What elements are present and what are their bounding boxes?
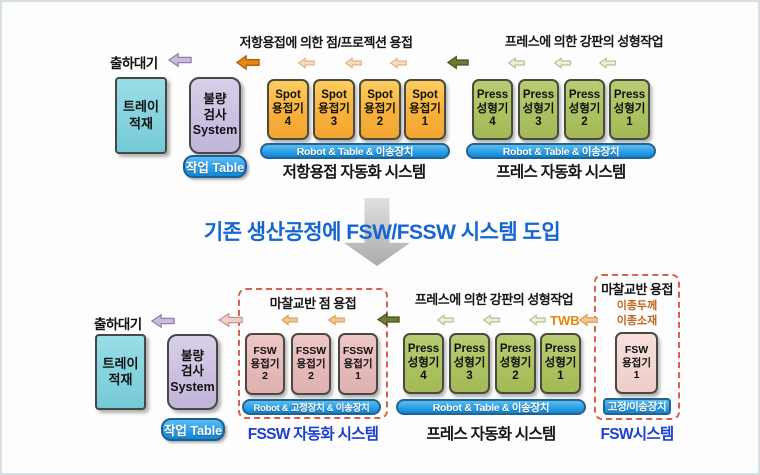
press-robot-bar-top: Robot & Table & 이송장치 bbox=[466, 143, 656, 159]
press-former-top-2: Press 성형기 2 bbox=[564, 79, 605, 140]
arrow-left-icon bbox=[377, 312, 400, 327]
fsw-heading: 마찰교반 용접 bbox=[601, 282, 673, 297]
ship-wait-label-top: 출하대기 bbox=[110, 56, 158, 71]
spot-welder-2: Spot 용접기 2 bbox=[359, 79, 401, 140]
press-former-top-4: Press 성형기 4 bbox=[472, 79, 513, 140]
fsw-fixture-label: 고정/이송장치 bbox=[603, 398, 671, 415]
tray-box-bottom: 트레이 적재 bbox=[95, 334, 146, 410]
press-former-bottom-2: Press 성형기 2 bbox=[495, 333, 536, 394]
press-caption-bottom: 프레스 자동화 시스템 bbox=[426, 426, 556, 443]
fssw-dashed-group bbox=[238, 288, 388, 419]
fssw-robot-bar: Robot & 고정장치 & 이송장치 bbox=[242, 399, 381, 415]
arrow-left-icon bbox=[508, 57, 525, 69]
arrow-left-icon bbox=[599, 57, 616, 69]
weld-caption: 저항용접 자동화 시스템 bbox=[282, 164, 427, 181]
press-heading-top: 프레스에 의한 강판의 성형작업 bbox=[504, 34, 664, 49]
weld-robot-bar: Robot & Table & 이송장치 bbox=[260, 143, 450, 159]
fssw-heading: 마찰교반 점 용접 bbox=[269, 296, 357, 311]
press-robot-bar-bottom: Robot & Table & 이송장치 bbox=[396, 399, 586, 415]
arrow-left-icon bbox=[579, 313, 598, 327]
arrow-left-icon bbox=[529, 314, 546, 326]
fsw-caption: FSW시스템 bbox=[600, 426, 674, 443]
arrow-left-icon bbox=[437, 314, 454, 326]
press-former-top-1: Press 성형기 1 bbox=[609, 79, 650, 140]
fsw-dashed-group bbox=[594, 274, 680, 420]
arrow-left-icon bbox=[345, 57, 362, 69]
ship-wait-label-bottom: 출하대기 bbox=[94, 317, 142, 332]
spot-welder-1: Spot 용접기 1 bbox=[404, 79, 446, 140]
spot-welder-3: Spot 용접기 3 bbox=[313, 79, 355, 140]
press-former-bottom-4: Press 성형기 4 bbox=[403, 333, 444, 394]
press-former-bottom-1: Press 성형기 1 bbox=[540, 333, 581, 394]
arrow-left-icon bbox=[236, 54, 260, 71]
fsw-welder-machine-1: FSW 용접기 1 bbox=[615, 332, 658, 394]
fsw-note: 이종두께 이종소재 bbox=[616, 300, 658, 328]
press-caption-top: 프레스 자동화 시스템 bbox=[496, 164, 626, 181]
press-former-bottom-3: Press 성형기 3 bbox=[449, 333, 490, 394]
arrow-left-icon bbox=[218, 312, 243, 328]
fsw-welder-2: FSW 용접기 2 bbox=[245, 333, 285, 395]
arrow-left-icon bbox=[390, 57, 407, 69]
inspection-box-top: 불량 검사 System bbox=[189, 77, 241, 154]
twb-label: TWB bbox=[550, 313, 580, 328]
arrow-left-icon bbox=[447, 55, 469, 70]
fssw-welder-2: FSSW 용접기 2 bbox=[291, 333, 331, 395]
arrow-left-icon bbox=[298, 57, 315, 69]
arrow-left-icon bbox=[151, 313, 175, 329]
work-table-pill-bottom: 작업 Table bbox=[161, 418, 225, 441]
inspection-box-bottom: 불량 검사 System bbox=[167, 334, 218, 410]
fssw-caption: FSSW 자동화 시스템 bbox=[247, 426, 379, 443]
arrow-left-icon bbox=[168, 52, 192, 68]
arrow-left-icon bbox=[281, 314, 298, 326]
spot-welder-4: Spot 용접기 4 bbox=[267, 79, 309, 140]
fssw-welder-1: FSSW 용접기 1 bbox=[338, 333, 378, 395]
press-heading-bottom: 프레스에 의한 강판의 성형작업 bbox=[414, 292, 574, 307]
press-former-top-3: Press 성형기 3 bbox=[518, 79, 559, 140]
arrow-left-icon bbox=[328, 314, 345, 326]
weld-heading: 저항용접에 의한 점/프로젝션 용접 bbox=[239, 35, 413, 50]
tray-box-top: 트레이 적재 bbox=[115, 77, 167, 154]
arrow-left-icon bbox=[554, 57, 571, 69]
work-table-pill-top: 작업 Table bbox=[183, 155, 247, 178]
arrow-left-icon bbox=[483, 314, 500, 326]
transition-title: 기존 생산공정에 FSW/FSSW 시스템 도입 bbox=[203, 221, 561, 244]
